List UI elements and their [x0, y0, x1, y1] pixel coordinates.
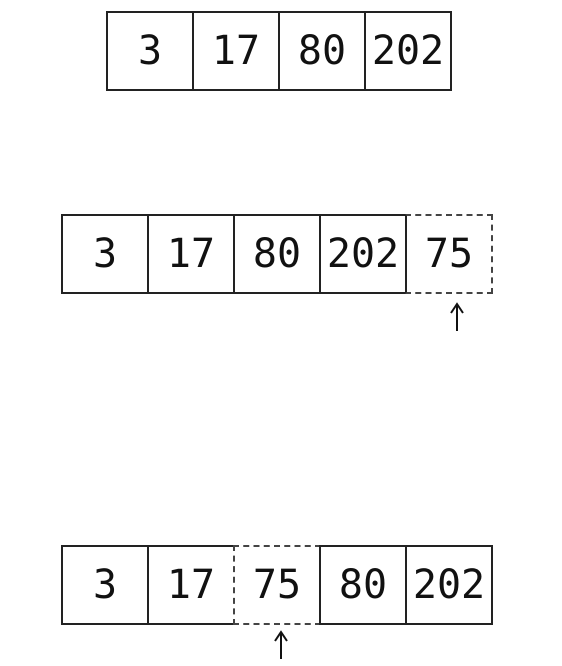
inserted-cell: 75 [233, 545, 321, 625]
up-arrow-icon [447, 302, 467, 332]
array-cell: 17 [147, 545, 235, 625]
array-cell: 17 [147, 214, 235, 294]
array-cell: 202 [405, 545, 493, 625]
array-sorted: 3 17 75 80 202 [61, 545, 493, 625]
array-cell: 3 [61, 214, 149, 294]
array-cell: 80 [319, 545, 407, 625]
array-cell: 202 [364, 11, 452, 91]
array-appended: 3 17 80 202 75 [61, 214, 493, 294]
array-cell: 80 [278, 11, 366, 91]
array-cell: 202 [319, 214, 407, 294]
array-cell: 80 [233, 214, 321, 294]
inserted-cell: 75 [405, 214, 493, 294]
array-initial: 3 17 80 202 [106, 11, 452, 91]
array-cell: 3 [106, 11, 194, 91]
up-arrow-icon [271, 630, 291, 660]
array-cell: 3 [61, 545, 149, 625]
array-cell: 17 [192, 11, 280, 91]
